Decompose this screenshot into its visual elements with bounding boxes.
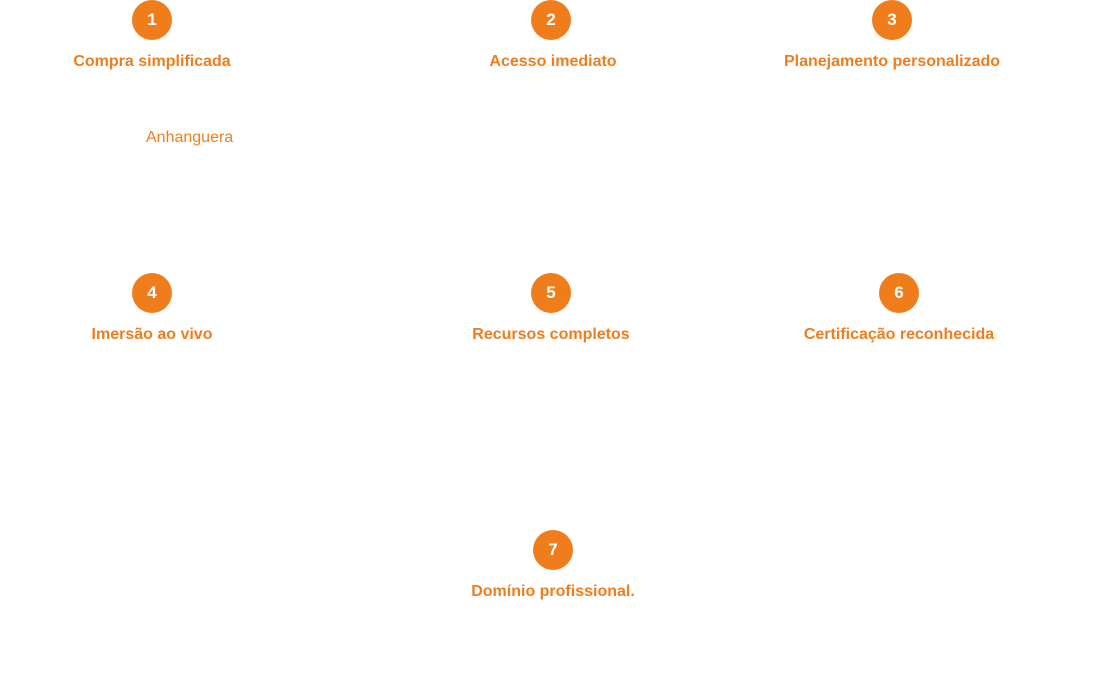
- step-number-badge: 6: [879, 273, 919, 313]
- step-number-badge: 7: [533, 530, 573, 570]
- step-number-badge: 4: [132, 273, 172, 313]
- step-title: Compra simplificada: [73, 53, 231, 70]
- step-title: Acesso imediato: [489, 53, 617, 70]
- step-title: Imersão ao vivo: [91, 326, 213, 343]
- anhanguera-link[interactable]: Anhanguera: [146, 129, 234, 146]
- step-title: Planejamento personalizado: [783, 53, 1001, 70]
- step-number-badge: 2: [531, 0, 571, 40]
- step-title: Domínio profissional.: [471, 583, 635, 600]
- step-title: Certificação reconhecida: [803, 326, 995, 343]
- step-number-badge: 1: [132, 0, 172, 40]
- step-title: Recursos completos: [472, 326, 630, 343]
- step-number-badge: 5: [531, 273, 571, 313]
- step-number-badge: 3: [872, 0, 912, 40]
